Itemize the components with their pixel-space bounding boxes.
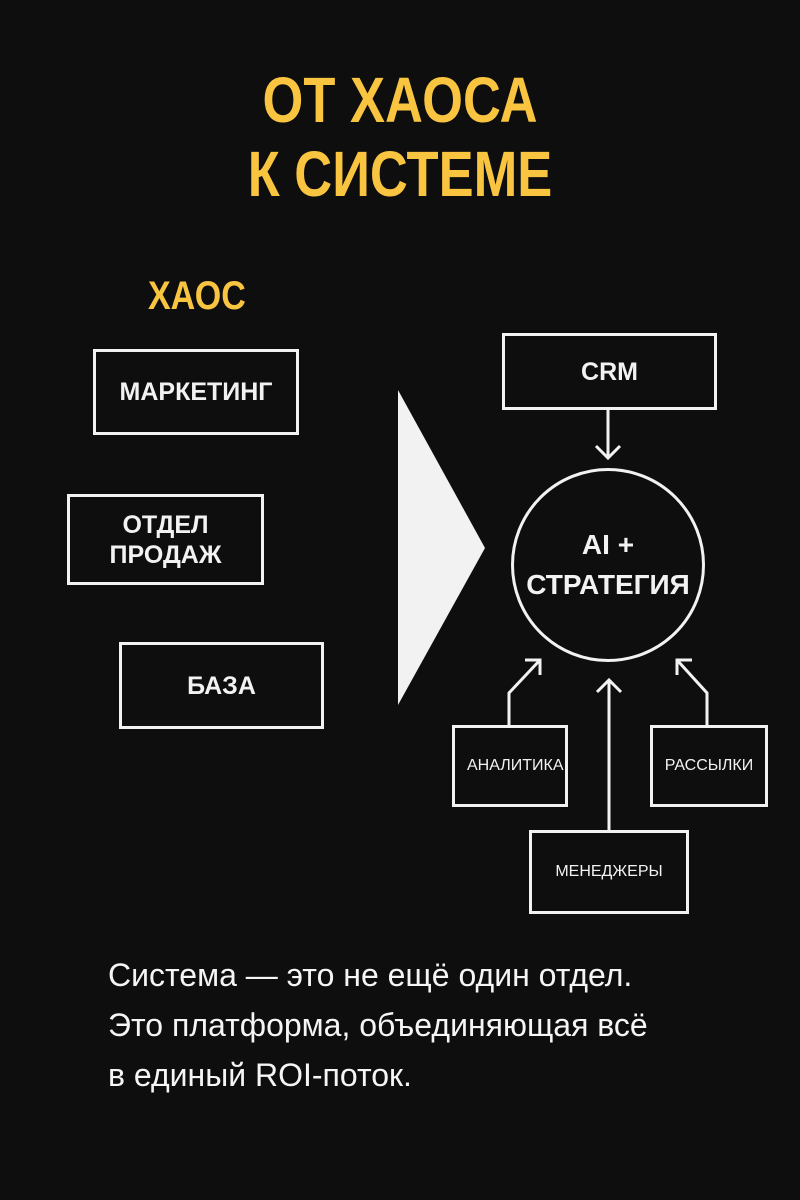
mailings-box: РАССЫЛКИ (650, 725, 768, 807)
caption-line-2: Это платформа, объединяющая всё (108, 1007, 648, 1043)
caption: Система — это не ещё один отдел. Это пла… (108, 950, 648, 1100)
sales-dept-label: ОТДЕЛ ПРОДАЖ (109, 510, 222, 569)
transition-arrow-icon (398, 390, 485, 705)
managers-label: МЕНЕДЖЕРЫ (555, 863, 663, 880)
analytics-label: АНАЛИТИКА (467, 757, 564, 774)
analytics-box: АНАЛИТИКА (452, 725, 568, 807)
core-line-1: AI + (581, 529, 635, 560)
sales-dept-box: ОТДЕЛ ПРОДАЖ (67, 494, 264, 585)
managers-box: МЕНЕДЖЕРЫ (529, 830, 689, 914)
title-line-1: ОТ ХАОСА (262, 64, 538, 136)
core-line-2: СТРАТЕГИЯ (526, 569, 690, 600)
crm-box: CRM (502, 333, 717, 410)
marketing-box: МАРКЕТИНГ (93, 349, 299, 435)
analytics-arrow (507, 658, 542, 725)
caption-line-3: в единый ROI-поток. (108, 1057, 412, 1093)
crm-label: CRM (581, 357, 638, 386)
chaos-label: ХАОС (148, 274, 246, 318)
mailings-arrow (675, 658, 709, 725)
title-line-2: К СИСТЕМЕ (247, 138, 553, 210)
base-label: БАЗА (187, 671, 256, 700)
base-box: БАЗА (119, 642, 324, 729)
caption-line-1: Система — это не ещё один отдел. (108, 957, 633, 993)
crm-arrow (594, 409, 622, 461)
marketing-label: МАРКЕТИНГ (119, 378, 273, 406)
ai-strategy-circle: AI + СТРАТЕГИЯ (511, 468, 705, 662)
managers-arrow (595, 677, 623, 830)
mailings-label: РАССЫЛКИ (664, 757, 754, 774)
